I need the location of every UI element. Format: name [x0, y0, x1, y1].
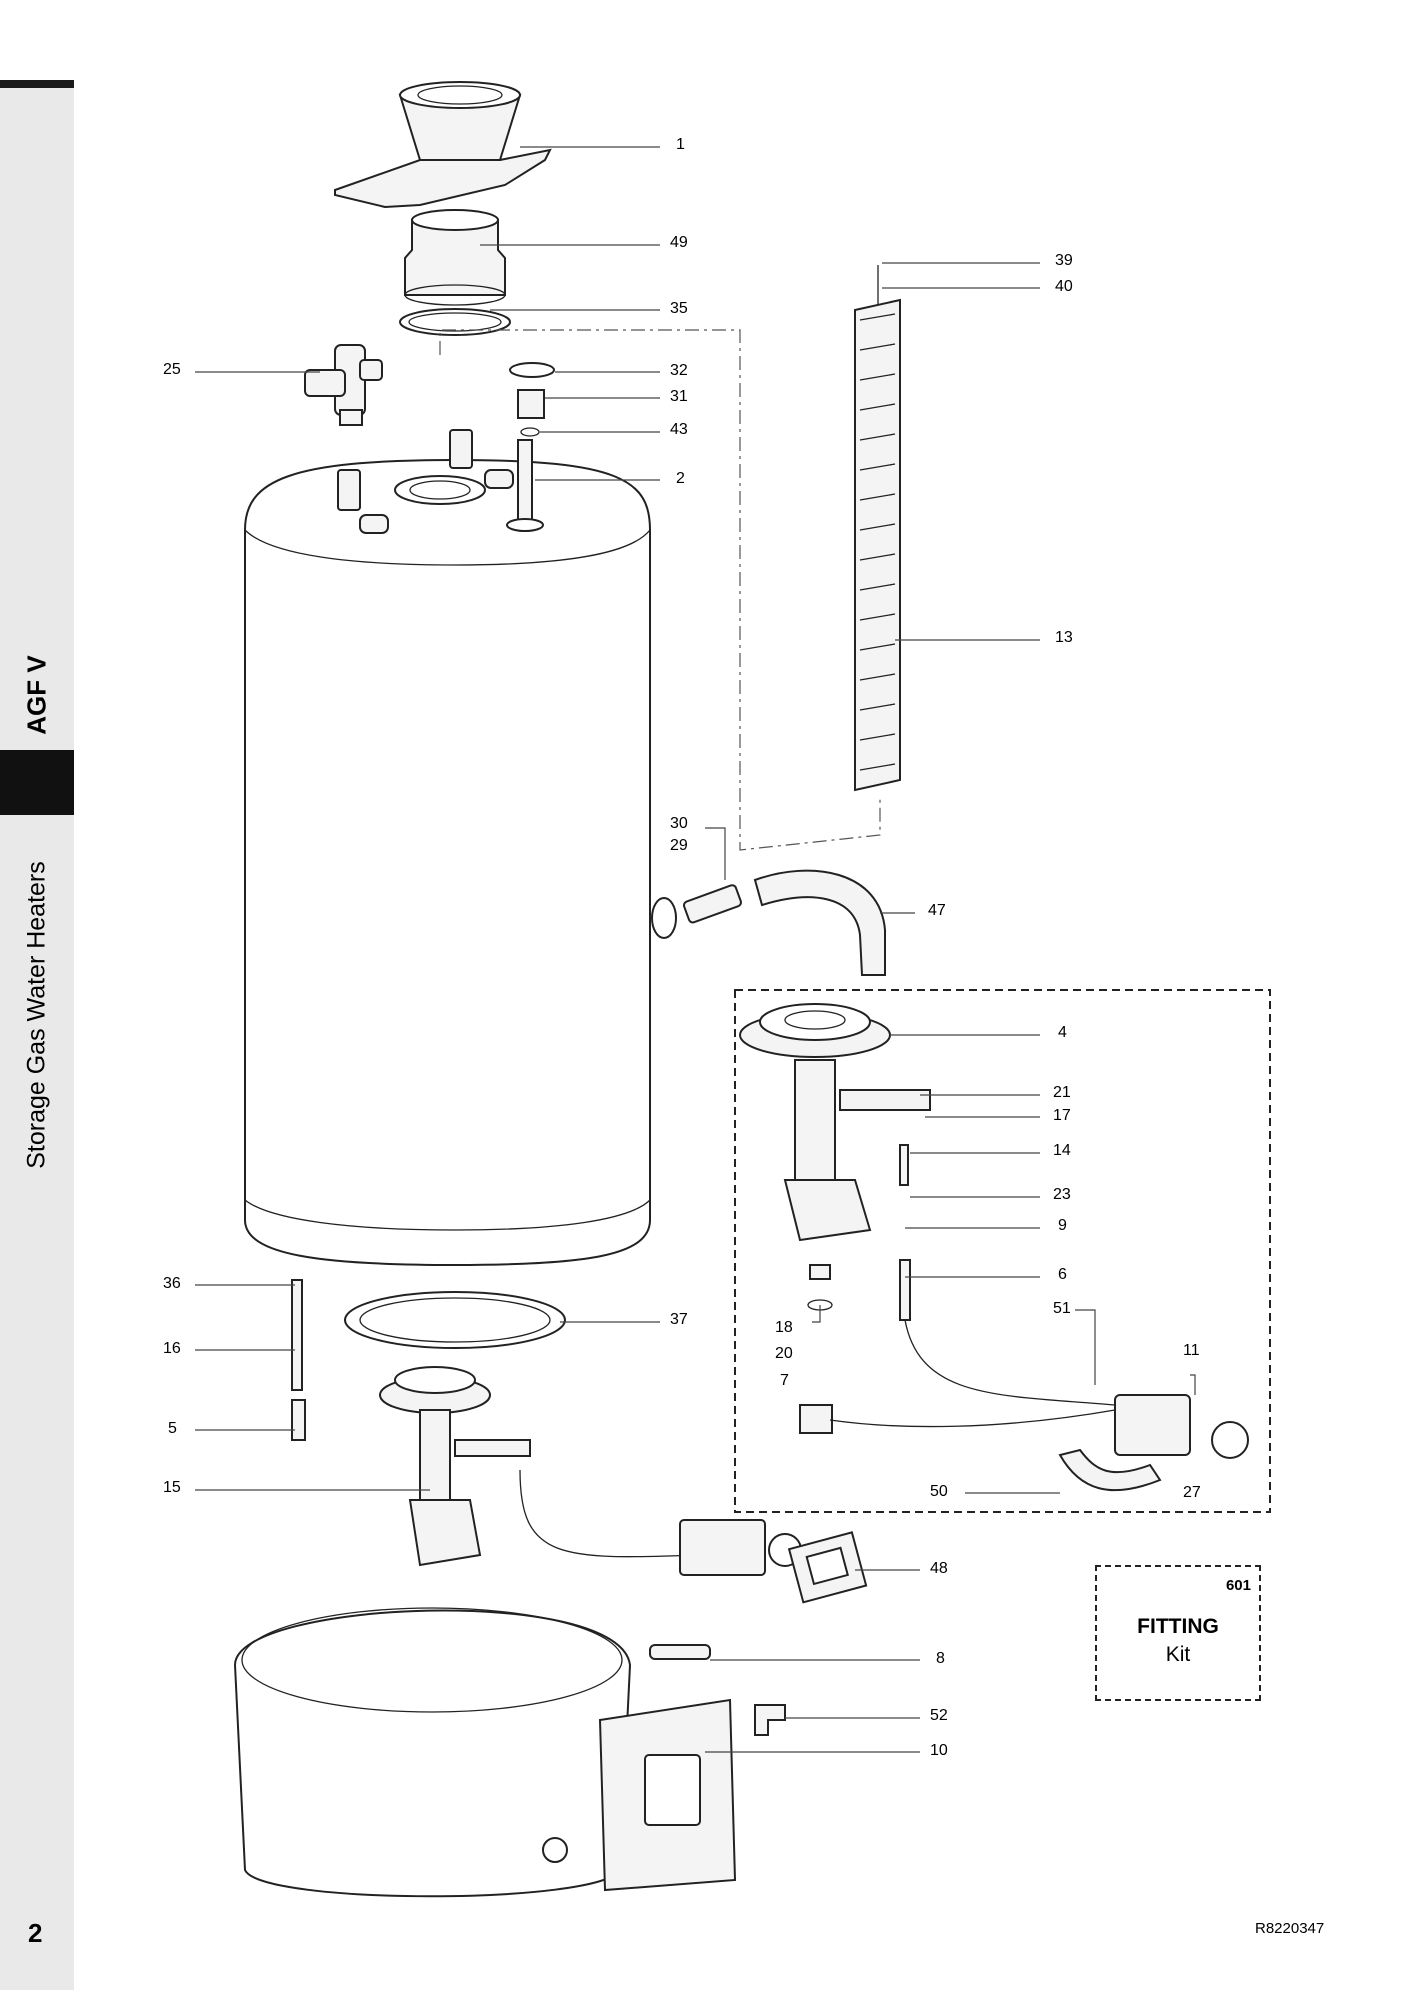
- callout-4: 4: [1058, 1024, 1067, 1041]
- callout-16: 16: [163, 1340, 181, 1357]
- callout-48: 48: [930, 1560, 948, 1577]
- callout-6: 6: [1058, 1266, 1067, 1283]
- callout-47: 47: [928, 902, 946, 919]
- drain-valve-part: [651, 884, 742, 939]
- callout-5: 5: [168, 1420, 177, 1437]
- sidebar-marker-block: [0, 750, 74, 815]
- drawing-reference: R8220347: [1255, 1920, 1325, 1937]
- callout-13: 13: [1055, 629, 1073, 646]
- flue-hood-part: [334, 81, 552, 209]
- callout-2: 2: [676, 470, 685, 487]
- callout-9: 9: [1058, 1217, 1067, 1234]
- tank-body-part: [244, 429, 651, 1267]
- callout-35: 35: [670, 300, 688, 317]
- callout-36: 36: [163, 1275, 181, 1292]
- callout-21: 21: [1053, 1084, 1071, 1101]
- callout-32: 32: [670, 362, 688, 379]
- nut-part: [809, 1264, 831, 1280]
- flue-adaptor-part: [404, 209, 506, 306]
- callout-10: 10: [930, 1742, 948, 1759]
- gasket-ring-part: [399, 308, 511, 336]
- burner-kit-frame: [734, 989, 1271, 1513]
- callout-52: 52: [930, 1707, 948, 1724]
- kit-subtitle: Kit: [1165, 1643, 1191, 1666]
- callout-43: 43: [670, 421, 688, 438]
- callout-8: 8: [936, 1650, 945, 1667]
- fitting-kit-box: 601 FITTING Kit: [1095, 1565, 1261, 1701]
- kit-burner-assembly: [739, 1003, 1249, 1492]
- callout-15: 15: [163, 1479, 181, 1496]
- callout-31: 31: [670, 388, 688, 405]
- callout-51: 51: [1053, 1300, 1071, 1317]
- combustion-ring-part: [344, 1291, 566, 1349]
- callout-18: 18: [775, 1319, 793, 1336]
- callout-27: 27: [1183, 1484, 1201, 1501]
- access-cover-part: [787, 1531, 868, 1604]
- callout-7: 7: [780, 1372, 789, 1389]
- callout-25: 25: [163, 361, 181, 378]
- callout-17: 17: [1053, 1107, 1071, 1124]
- clip-part: [291, 1399, 306, 1441]
- kit-title: FITTING: [1137, 1615, 1219, 1638]
- callout-49: 49: [670, 234, 688, 251]
- callout-37: 37: [670, 1311, 688, 1328]
- callout-14: 14: [1053, 1142, 1071, 1159]
- callout-40: 40: [1055, 278, 1073, 295]
- callout-29: 29: [670, 837, 688, 854]
- callout-1: 1: [676, 136, 685, 153]
- callout-50: 50: [930, 1483, 948, 1500]
- kit-code: 601: [1225, 1577, 1251, 1594]
- callout-39: 39: [1055, 252, 1073, 269]
- leader-lines: [195, 146, 1196, 1753]
- callout-23: 23: [1053, 1186, 1071, 1203]
- burner-assembly-part: [379, 1366, 802, 1576]
- skirt-part: [233, 1607, 737, 1898]
- flexible-tube-part: [753, 869, 886, 976]
- cap-part: [509, 362, 555, 378]
- bracket-part: [754, 1704, 786, 1736]
- pipe-part: [291, 1279, 303, 1391]
- plug-part: [517, 389, 545, 419]
- callout-11: 11: [1183, 1342, 1200, 1359]
- pilot-part: [649, 1644, 711, 1660]
- callout-30: 30: [670, 815, 688, 832]
- o-ring-part: [520, 427, 540, 437]
- callout-20: 20: [775, 1345, 793, 1362]
- page-number: 2: [28, 1918, 43, 1948]
- baffle-part: [854, 265, 901, 792]
- safety-valve-part: [304, 344, 383, 426]
- sidebar-strip: [0, 85, 74, 1990]
- sidebar-top-rule: [0, 80, 74, 88]
